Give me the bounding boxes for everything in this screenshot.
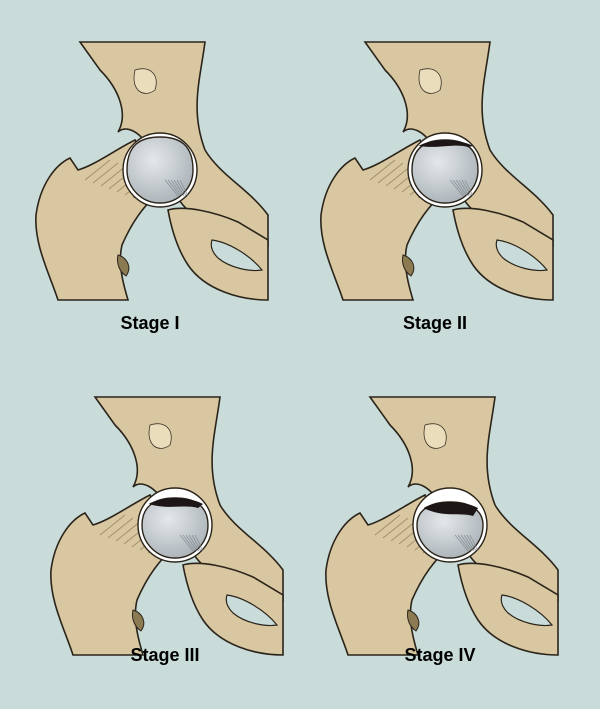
obturator-foramen — [495, 239, 549, 272]
caption-stage-1: Stage I — [120, 313, 180, 333]
femoral-head — [411, 139, 479, 204]
ilium-highlight — [133, 68, 157, 94]
caption-stage-4: Stage IV — [404, 645, 476, 665]
panel-stage-2: Stage II — [285, 0, 585, 354]
hip-illustration-stage-1 — [35, 41, 269, 301]
ilium-highlight — [423, 423, 447, 449]
caption-stage-2: Stage II — [402, 313, 468, 333]
hip-illustration-stage-4 — [325, 396, 559, 656]
hip-illustration-stage-2 — [320, 41, 554, 301]
necrotic-zone — [148, 498, 204, 508]
panel-stage-1: Stage I — [0, 0, 300, 354]
panel-stage-3: Stage III — [15, 355, 315, 709]
necrotic-zone — [418, 140, 474, 147]
lesser-trochanter — [117, 254, 130, 277]
panel-stage-4: Stage IV — [290, 355, 590, 709]
lesser-trochanter — [402, 254, 415, 277]
obturator-foramen — [225, 594, 279, 627]
ilium-highlight — [148, 423, 172, 449]
lesser-trochanter — [407, 609, 420, 632]
caption-stage-3: Stage III — [130, 645, 200, 665]
femoral-head — [126, 136, 194, 204]
necrotic-zone — [423, 502, 479, 516]
lesser-trochanter — [132, 609, 145, 632]
ilium-highlight — [418, 68, 442, 94]
obturator-foramen — [500, 594, 554, 627]
obturator-foramen — [210, 239, 264, 272]
hip-illustration-stage-3 — [50, 396, 284, 656]
